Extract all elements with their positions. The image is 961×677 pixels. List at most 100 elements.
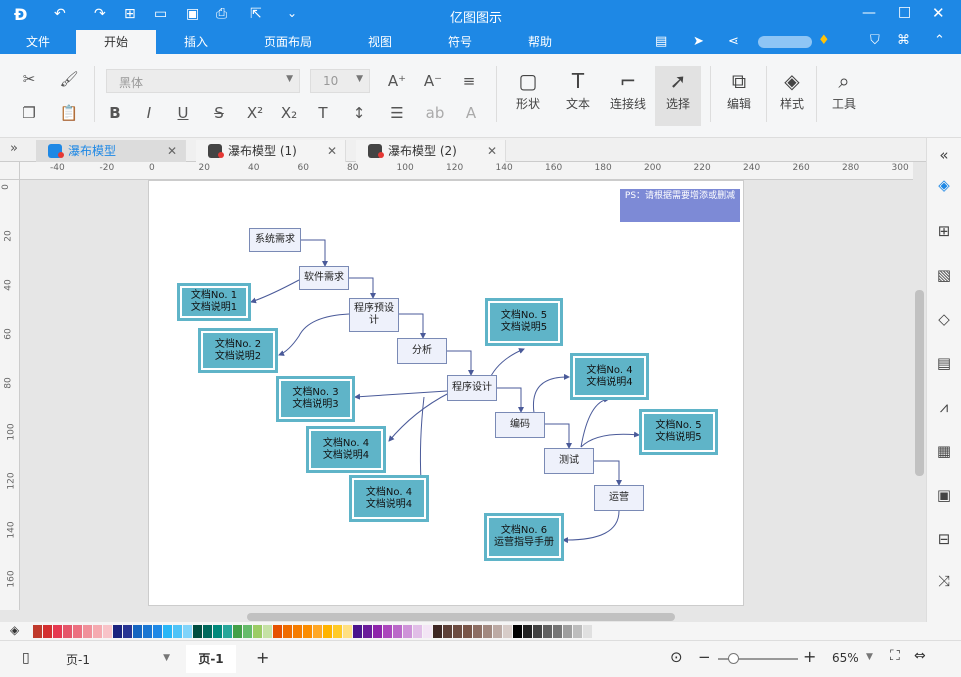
color-swatch[interactable]: [213, 625, 222, 638]
format-painter-icon[interactable]: 🖌: [59, 70, 79, 88]
bold-icon[interactable]: B: [109, 104, 121, 122]
open-icon[interactable]: ▭: [154, 6, 168, 22]
font-color-icon[interactable]: A: [465, 104, 477, 122]
image-icon[interactable]: ▧: [936, 266, 952, 284]
font-family-select[interactable]: 黑体 ▼: [106, 69, 300, 93]
fit-width-icon[interactable]: ⇔: [914, 648, 926, 664]
share-icon[interactable]: ⋖: [728, 34, 739, 49]
color-swatch[interactable]: [83, 625, 92, 638]
color-swatch[interactable]: [313, 625, 322, 638]
apps-icon[interactable]: ⌘: [897, 33, 910, 48]
color-swatch[interactable]: [483, 625, 492, 638]
user-avatar[interactable]: [758, 36, 812, 48]
color-swatch[interactable]: [273, 625, 282, 638]
text-style-icon[interactable]: ab: [425, 104, 445, 122]
note-box[interactable]: PS：请根据需要增添或删减: [620, 189, 740, 222]
color-swatch[interactable]: [333, 625, 342, 638]
new-icon[interactable]: ⊞: [124, 6, 136, 22]
grow-font-icon[interactable]: A⁺: [387, 72, 407, 90]
edit-button[interactable]: ⧉编辑: [716, 66, 762, 126]
export-icon[interactable]: ⇱: [250, 6, 262, 22]
color-swatch[interactable]: [553, 625, 562, 638]
color-swatch[interactable]: [243, 625, 252, 638]
redo-icon[interactable]: ↷: [94, 6, 106, 22]
underline-icon[interactable]: U: [177, 104, 189, 122]
subscript-icon[interactable]: X₂: [280, 104, 298, 122]
color-swatch[interactable]: [473, 625, 482, 638]
color-swatch[interactable]: [413, 625, 422, 638]
color-swatch[interactable]: [53, 625, 62, 638]
shuffle-icon[interactable]: ⤨: [937, 572, 950, 590]
select-button[interactable]: ➚选择: [655, 66, 701, 126]
doc-tab[interactable]: 瀑布模型 (1) ✕: [196, 140, 346, 162]
maximize-icon[interactable]: □: [898, 4, 912, 20]
close-tab-icon[interactable]: ✕: [326, 144, 337, 158]
color-swatch[interactable]: [43, 625, 52, 638]
color-swatch[interactable]: [153, 625, 162, 638]
color-swatch[interactable]: [33, 625, 42, 638]
layers-icon[interactable]: ◇: [938, 310, 950, 328]
horizontal-scrollbar[interactable]: [247, 613, 675, 621]
undo-icon[interactable]: ↶: [54, 6, 66, 22]
color-swatch[interactable]: [583, 625, 592, 638]
color-swatch[interactable]: [103, 625, 112, 638]
chevron-down-icon[interactable]: ▼: [866, 652, 873, 662]
node-analysis[interactable]: 分析: [397, 338, 447, 364]
color-swatch[interactable]: [343, 625, 352, 638]
line-spacing-icon[interactable]: ↕: [352, 104, 366, 122]
drawing-page[interactable]: PS：请根据需要增添或删减 系统需求 软件需求 程序预设计 分析 程序设计 编码…: [148, 180, 744, 606]
color-swatch[interactable]: [533, 625, 542, 638]
color-swatch[interactable]: [253, 625, 262, 638]
zoom-slider[interactable]: [718, 658, 798, 660]
fill-icon[interactable]: ◈: [938, 176, 950, 194]
connector-button[interactable]: ⌐连接线: [605, 66, 651, 126]
save-icon[interactable]: ▣: [186, 6, 200, 22]
tab-file[interactable]: 文件: [25, 35, 50, 49]
color-swatch[interactable]: [503, 625, 512, 638]
node-operations[interactable]: 运营: [594, 485, 644, 511]
color-swatch[interactable]: [143, 625, 152, 638]
color-swatch[interactable]: [303, 625, 312, 638]
color-swatch[interactable]: [453, 625, 462, 638]
comment-icon[interactable]: ▤: [655, 34, 668, 49]
color-swatch[interactable]: [433, 625, 442, 638]
minimize-icon[interactable]: —: [862, 5, 876, 21]
color-swatch[interactable]: [283, 625, 292, 638]
shrink-font-icon[interactable]: A⁻: [423, 72, 443, 90]
zoom-out-icon[interactable]: −: [698, 648, 711, 666]
color-swatch[interactable]: [193, 625, 202, 638]
align-icon[interactable]: ≡: [462, 72, 476, 90]
app-logo-icon[interactable]: Ð: [14, 5, 28, 24]
zoom-level[interactable]: 65%: [832, 651, 859, 665]
color-swatch[interactable]: [123, 625, 132, 638]
node-coding[interactable]: 编码: [495, 412, 545, 438]
fill-bucket-icon[interactable]: ◈: [10, 623, 20, 637]
collapse-panel-icon[interactable]: «: [939, 146, 949, 164]
list-icon[interactable]: ☰: [390, 104, 404, 122]
add-page-icon[interactable]: +: [256, 648, 270, 667]
zoom-slider-thumb[interactable]: [728, 653, 739, 664]
font-size-select[interactable]: 10 ▼: [310, 69, 370, 93]
node-software-requirements[interactable]: 软件需求: [299, 266, 349, 290]
color-swatch[interactable]: [353, 625, 362, 638]
text-format-icon[interactable]: T: [318, 104, 328, 122]
color-swatch[interactable]: [463, 625, 472, 638]
node-program-design[interactable]: 程序设计: [447, 375, 497, 401]
close-tab-icon[interactable]: ✕: [166, 144, 177, 158]
color-swatch[interactable]: [293, 625, 302, 638]
color-swatch[interactable]: [93, 625, 102, 638]
node-preliminary-design[interactable]: 程序预设计: [349, 298, 399, 332]
color-swatch[interactable]: [73, 625, 82, 638]
color-swatch[interactable]: [203, 625, 212, 638]
play-icon[interactable]: ⊙: [670, 648, 683, 666]
color-swatch[interactable]: [183, 625, 192, 638]
table-icon[interactable]: ▦: [936, 442, 952, 460]
tab-page-layout[interactable]: 页面布局: [263, 35, 312, 49]
color-swatch[interactable]: [173, 625, 182, 638]
grid-icon[interactable]: ⊞: [937, 222, 951, 240]
shape-button[interactable]: ▢形状: [505, 66, 551, 126]
